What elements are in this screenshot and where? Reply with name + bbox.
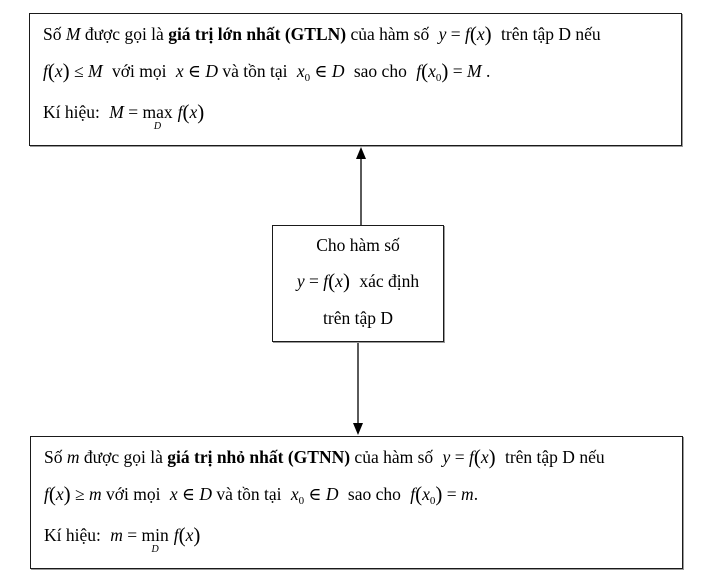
notation-label: Kí hiệu: xyxy=(43,102,105,122)
arrow-up-head xyxy=(356,147,366,159)
var-f: f xyxy=(416,61,422,81)
center-line-1: Cho hàm số xyxy=(316,235,400,255)
term-gtnn: giá trị nhỏ nhất (GTNN) xyxy=(167,447,351,467)
var-m: m xyxy=(110,525,123,545)
var-D: D xyxy=(205,61,218,81)
text: . xyxy=(473,484,479,504)
op-eq: = xyxy=(442,484,462,504)
var-f: f xyxy=(464,24,470,44)
op-in: ∈ xyxy=(310,61,332,81)
var-x0: x xyxy=(290,484,299,504)
text: với mọi xyxy=(107,61,171,81)
center-line-3: trên tập D xyxy=(323,308,393,328)
text: . xyxy=(481,61,491,81)
var-m: m xyxy=(89,484,102,504)
subscript: 0 xyxy=(304,72,311,84)
var-f: f xyxy=(173,525,179,545)
op-le: ≤ xyxy=(69,61,89,81)
var-f: f xyxy=(323,271,329,291)
text: sao cho xyxy=(343,484,406,504)
gtnn-definition-box: Số m được gọi là giá trị nhỏ nhất (GTNN)… xyxy=(30,436,683,569)
var-x: x xyxy=(476,24,485,44)
op-eq: = xyxy=(122,525,142,545)
var-x0: x xyxy=(422,484,430,504)
var-m: m xyxy=(66,447,80,467)
var-y: y xyxy=(296,271,305,291)
var-D: D xyxy=(199,484,213,504)
op-min: min xyxy=(141,525,169,545)
gtnn-line-2: f(x) ≥ m với mọi x ∈ D và tồn tại x0 ∈ D… xyxy=(44,482,479,508)
subscript: 0 xyxy=(435,72,442,84)
var-f: f xyxy=(468,447,474,467)
text: và tồn tại xyxy=(217,61,292,81)
var-y: y xyxy=(442,447,451,467)
arrow-down-head xyxy=(353,423,363,435)
var-x: x xyxy=(54,61,63,81)
subscript: 0 xyxy=(429,495,436,507)
op-in: ∈ xyxy=(304,484,326,504)
var-f: f xyxy=(43,61,48,81)
op-in: ∈ xyxy=(183,61,206,81)
text: Số xyxy=(43,24,66,44)
text: với mọi xyxy=(101,484,165,504)
text: trên tập D nếu xyxy=(496,24,601,44)
gtln-definition-box: Số M được gọi là giá trị lớn nhất (GTLN)… xyxy=(29,13,682,146)
text: được gọi là xyxy=(79,447,168,467)
op-subscript-D: D xyxy=(151,544,159,555)
gtln-line-1: Số M được gọi là giá trị lớn nhất (GTLN)… xyxy=(43,22,601,46)
var-x: x xyxy=(189,102,198,122)
var-x0: x xyxy=(296,61,305,81)
var-x: x xyxy=(55,484,64,504)
text: xác định xyxy=(354,271,420,291)
text: sao cho xyxy=(349,61,412,81)
var-M: M xyxy=(88,61,103,81)
op-in: ∈ xyxy=(177,484,200,504)
notation-label: Kí hiệu: xyxy=(44,525,106,545)
op-max: max xyxy=(142,102,173,122)
gtnn-line-1: Số m được gọi là giá trị nhỏ nhất (GTNN)… xyxy=(44,445,605,469)
var-x: x xyxy=(480,447,489,467)
text: và tồn tại xyxy=(212,484,286,504)
op-eq: = xyxy=(448,61,467,81)
var-x: x xyxy=(185,525,194,545)
term-gtln: giá trị lớn nhất (GTLN) xyxy=(168,24,347,44)
text: được gọi là xyxy=(80,24,169,44)
var-M: M xyxy=(109,102,124,122)
var-m: m xyxy=(461,484,474,504)
op-eq: = xyxy=(450,447,469,467)
var-f: f xyxy=(44,484,49,504)
op-subscript-D: D xyxy=(153,121,162,132)
var-x: x xyxy=(169,484,178,504)
op-ge: ≥ xyxy=(70,484,90,504)
var-x: x xyxy=(335,271,343,291)
text: của hàm số xyxy=(350,447,438,467)
function-definition-box: Cho hàm số y = f(x) xác định trên tập D xyxy=(272,225,444,342)
var-M: M xyxy=(65,24,81,44)
op-eq: = xyxy=(123,102,143,122)
gtln-line-2: f(x) ≤ M với mọi x ∈ D và tồn tại x0 ∈ D… xyxy=(43,59,491,85)
text: trên tập D nếu xyxy=(500,447,605,467)
text: của hàm số xyxy=(346,24,434,44)
var-y: y xyxy=(438,24,447,44)
center-line-2: y = f(x) xác định xyxy=(296,269,420,293)
op-eq: = xyxy=(304,271,324,291)
var-f: f xyxy=(177,102,183,122)
subscript: 0 xyxy=(298,495,305,507)
var-x: x xyxy=(175,61,184,81)
text: Số xyxy=(44,447,67,467)
var-D: D xyxy=(325,484,339,504)
var-M: M xyxy=(466,61,482,81)
var-D: D xyxy=(331,61,345,81)
var-f: f xyxy=(410,484,416,504)
op-eq: = xyxy=(446,24,465,44)
var-x0: x xyxy=(428,61,436,81)
